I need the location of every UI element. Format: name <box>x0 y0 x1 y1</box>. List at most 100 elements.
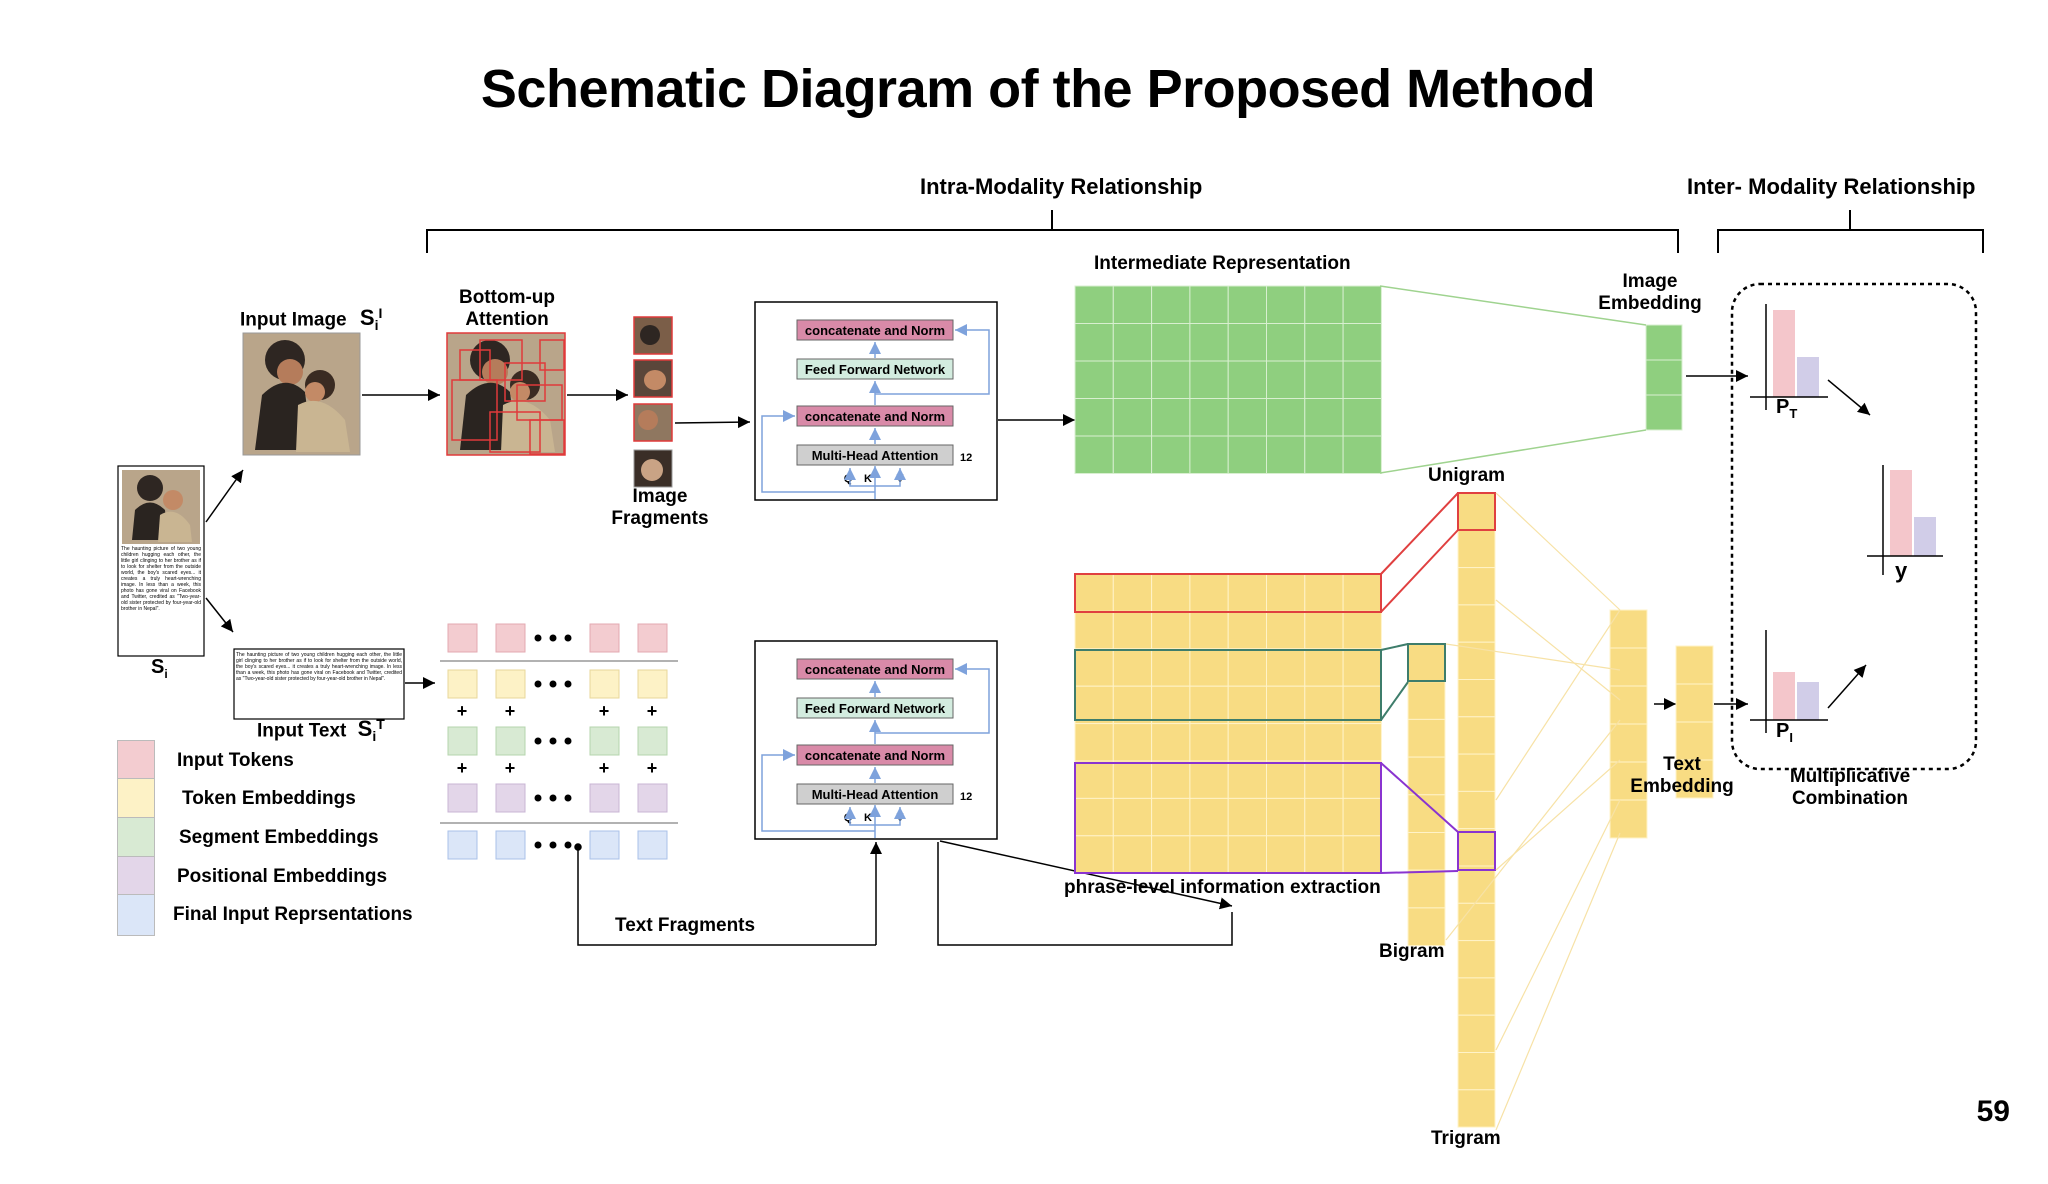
yellow-grid-cell <box>1074 797 1114 837</box>
positional-embedding-cell <box>637 783 668 813</box>
text-encoder-k-label: K <box>864 812 872 824</box>
legend-label: Positional Embeddings <box>177 866 388 887</box>
yellow-grid-cell <box>1342 835 1382 874</box>
image-embed-cell <box>1645 359 1683 396</box>
unigram-cell <box>1457 940 1496 979</box>
text-encoder-multi-head-attention-label: Multi-Head Attention <box>812 787 939 802</box>
plus-sign: + <box>647 758 658 778</box>
green-grid-cell <box>1227 360 1267 399</box>
green-grid-cell <box>1112 360 1153 399</box>
text-encoder-concat-norm-top-block <box>796 658 954 680</box>
green-grid-cell <box>1151 360 1191 399</box>
green-grid-cell <box>1266 323 1306 362</box>
phrase-link-red <box>1380 492 1459 613</box>
image-embedding-column <box>1645 324 1683 431</box>
yellow-grid-cell <box>1304 760 1344 799</box>
text-embed-cell <box>1675 721 1714 761</box>
text-embed-cell <box>1675 759 1714 799</box>
token-embedding-cell <box>637 669 668 699</box>
ellipsis-dot <box>549 634 557 642</box>
text-embed-cell <box>1675 645 1714 685</box>
plus-sign: + <box>457 758 468 778</box>
unigram-cell <box>1457 567 1496 606</box>
arrow-pi-to-y <box>1827 664 1867 709</box>
yellow-grid-cell <box>1342 760 1382 799</box>
yellow-grid-cell <box>1266 648 1306 687</box>
yellow-grid-cell <box>1112 610 1153 650</box>
token-embedding-cell <box>447 669 478 699</box>
text-embedding-columns <box>1609 609 1714 839</box>
green-grid-cell <box>1266 285 1306 324</box>
yellow-grid-cell <box>1342 685 1382 725</box>
yellow-grid-cell <box>1304 723 1344 762</box>
yellow-grid-cell <box>1227 760 1267 799</box>
yellow-grid-cell <box>1151 797 1191 837</box>
ellipsis-dot <box>549 794 557 802</box>
arrow-sample-to-text <box>205 597 234 633</box>
ngram-fan-line <box>1495 799 1621 1051</box>
yellow-grid-cell <box>1266 760 1306 799</box>
yellow-grid-cell <box>1342 723 1382 762</box>
ellipsis-dot <box>564 680 572 688</box>
pi-label: PI <box>1776 720 1793 745</box>
trigram-pool-cell <box>1609 609 1648 649</box>
image-fragments-label: Image Fragments <box>611 486 709 529</box>
trigram-highlight <box>1457 831 1496 871</box>
bigram-cell <box>1407 756 1446 796</box>
input-token-cell <box>495 623 526 653</box>
yellow-grid-cell <box>1074 760 1114 799</box>
ellipsis-dot <box>534 841 542 849</box>
text-encoder-concat-norm-bottom-block <box>796 744 954 766</box>
yellow-grid-cell <box>1342 648 1382 687</box>
yellow-grid-cell <box>1151 685 1191 725</box>
final-representation-cell <box>637 830 668 860</box>
text-encoder-feed-forward-block <box>796 697 954 719</box>
yellow-grid-cell <box>1342 797 1382 837</box>
green-grid-cell <box>1151 435 1191 474</box>
unigram-cell <box>1457 977 1496 1016</box>
text-encoder-concat-norm-bottom-label: concatenate and Norm <box>805 748 945 763</box>
yellow-grid-cell <box>1112 573 1153 612</box>
yellow-grid-cell <box>1304 648 1344 687</box>
token-embedding-cell <box>495 669 526 699</box>
image-encoder-k-label: K <box>864 473 872 485</box>
segment-embedding-cell <box>637 726 668 756</box>
yellow-grid-cell <box>1189 760 1229 799</box>
text-embed-cell <box>1675 683 1714 723</box>
input-token-cell <box>637 623 668 653</box>
pt-bar-chart <box>1750 304 1828 410</box>
text-encoder-residual-1-arrow <box>761 749 875 832</box>
yellow-grid-cell <box>1266 835 1306 874</box>
legend-swatch <box>117 894 155 936</box>
green-grid-cell <box>1227 323 1267 362</box>
green-grid-cell <box>1304 323 1344 362</box>
ellipsis-dot <box>549 680 557 688</box>
legend-label: Token Embeddings <box>182 788 356 809</box>
bigram-cell <box>1407 832 1446 871</box>
yellow-grid-cell <box>1304 835 1344 874</box>
bottom-up-attention-label: Bottom-up Attention <box>458 287 556 330</box>
trigram-pool-cell <box>1609 685 1648 725</box>
bigram-cell <box>1407 869 1446 909</box>
inter-modality-label: Inter- Modality Relationship <box>1687 174 1976 199</box>
legend-swatch <box>117 856 155 898</box>
yellow-grid-cell <box>1074 610 1114 650</box>
green-grid-cell <box>1112 323 1153 362</box>
text-encoder-v-arrow <box>875 807 906 826</box>
trigram-pool-cell <box>1609 647 1648 687</box>
green-grid-cell <box>1266 435 1306 474</box>
unigram-cell <box>1457 1089 1496 1128</box>
ellipsis-dot <box>564 634 572 642</box>
unigram-cell <box>1457 865 1496 904</box>
green-grid-cell <box>1227 285 1267 324</box>
ellipsis-dot <box>534 680 542 688</box>
segment-embedding-cell <box>495 726 526 756</box>
yellow-grid-cell <box>1189 835 1229 874</box>
phrase-extraction-grid <box>1074 573 1382 874</box>
yellow-grid-cell <box>1304 685 1344 725</box>
green-grid-cell <box>1304 435 1344 474</box>
pi-bar-chart <box>1750 630 1828 733</box>
ellipsis-dot <box>564 841 572 849</box>
phrase-extraction-label: phrase-level information extraction <box>1064 877 1381 898</box>
